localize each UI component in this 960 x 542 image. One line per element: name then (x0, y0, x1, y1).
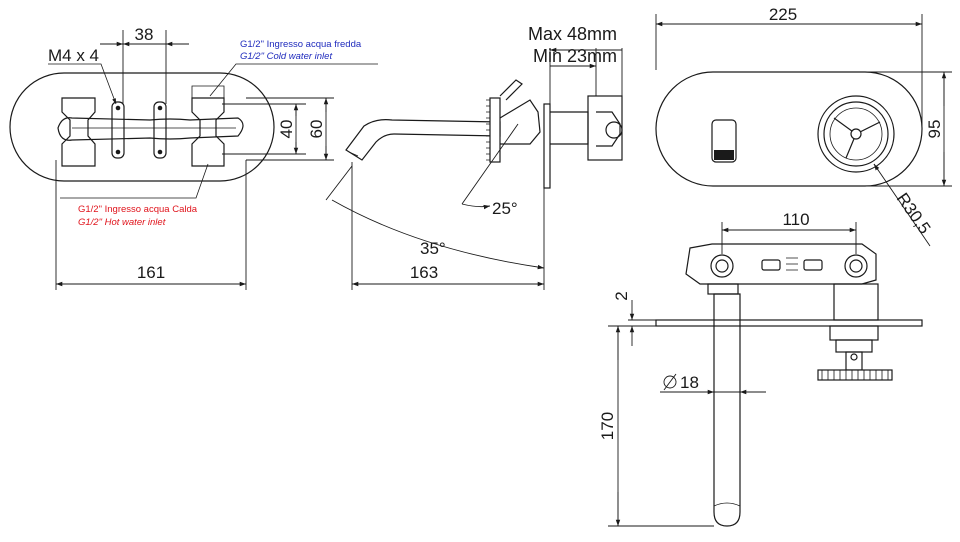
side-view-gear-handle (486, 79, 541, 163)
screw-hole (115, 105, 121, 111)
dim-inlet-spacing: 38 (135, 25, 154, 44)
top-view-left-port (710, 254, 734, 278)
top-view-right-block (833, 283, 879, 321)
dim-front-width: 161 (137, 263, 165, 282)
dim-angle-small: 25° (492, 199, 518, 218)
side-view-body (550, 111, 589, 145)
plate-view-outline (655, 71, 923, 187)
top-view-plate (655, 319, 923, 327)
spout-aerator (714, 150, 734, 160)
spout (345, 119, 501, 161)
top-view-handle-base (829, 325, 879, 341)
plate-view-gear-outer (817, 95, 895, 173)
dim-plate-gap: 2 (612, 291, 631, 300)
front-view-bracket-left (111, 101, 125, 159)
note-hot-en: G1/2" Hot water inlet (78, 217, 166, 228)
dim-plate-height: 95 (925, 120, 944, 139)
dim-screw: M4 x 4 (48, 46, 99, 65)
screw-hole (157, 105, 163, 111)
note-cold-it: G1/2" Ingresso acqua fredda (240, 39, 362, 50)
note-hot-it: G1/2" Ingresso acqua Calda (78, 204, 198, 215)
dim-height-inner: 40 (277, 120, 296, 139)
top-view: 110 2 18 170 (598, 210, 923, 527)
plate-view-spout (711, 119, 737, 163)
side-view: Max 48mm Min 23mm 25° 35° 163 (325, 24, 623, 290)
dim-height-outer: 60 (307, 120, 326, 139)
top-view-right-port (844, 254, 868, 278)
dim-angle-large: 35° (420, 239, 446, 258)
front-view-cover-top (191, 85, 225, 98)
dim-body-width: 110 (782, 210, 809, 229)
plate-view-gear-hub (850, 128, 862, 140)
front-view-left-valve (61, 97, 96, 167)
note-cold-en: G1/2" Cold water inlet (240, 51, 332, 62)
handle-hub (499, 99, 541, 145)
dim-spout-diameter: 18 (680, 373, 699, 392)
dim-protrusion-max: Max 48mm (528, 24, 617, 44)
top-view-gear (817, 369, 893, 381)
front-view: 38 M4 x 4 40 60 G1/2" Ingresso acqua fre… (9, 25, 378, 290)
screw-hole (157, 149, 163, 155)
front-view-right-valve (191, 97, 225, 167)
screw-hole (115, 149, 121, 155)
top-view-body (685, 243, 877, 285)
front-view-bracket-right (153, 101, 167, 159)
side-view-box (587, 95, 623, 161)
front-view-plate-outline (9, 72, 275, 182)
dim-handle-radius: R30,5 (893, 189, 935, 237)
gear-tilted (499, 79, 523, 101)
dim-spout-length: 170 (598, 412, 617, 440)
dim-plate-width: 225 (769, 5, 797, 24)
dim-protrusion-min: Min 23mm (533, 46, 617, 66)
dim-side-length: 163 (410, 263, 438, 282)
top-view-spout (713, 293, 741, 527)
side-view-plate (543, 103, 551, 189)
top-view-left-stub (707, 283, 739, 295)
front-view-body (57, 117, 244, 141)
